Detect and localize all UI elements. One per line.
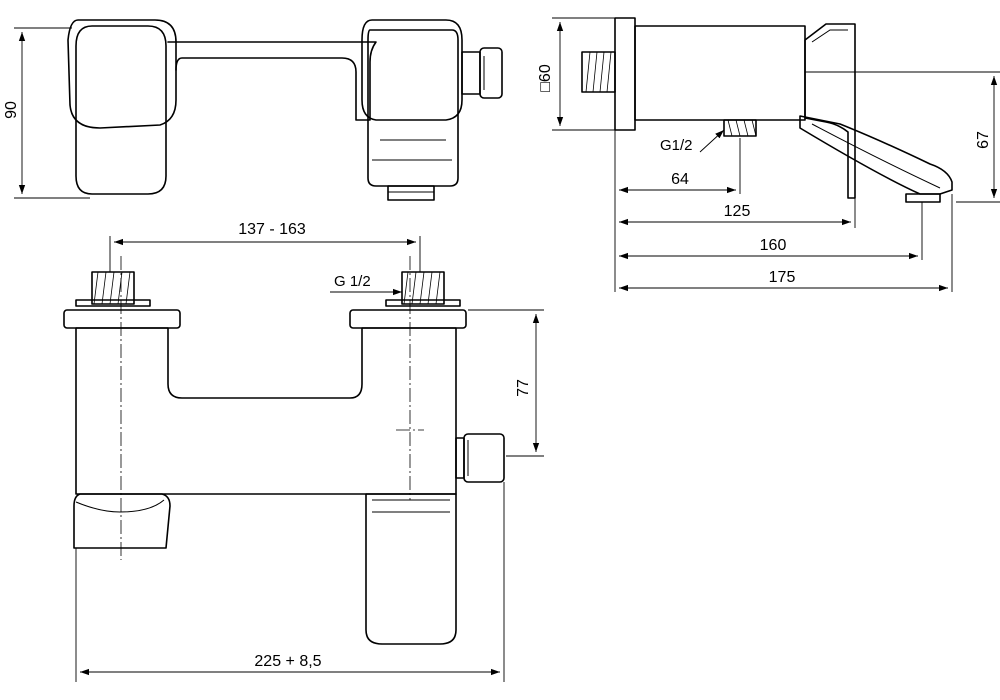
front-diverter-collar [455, 437, 465, 479]
side-handle [804, 23, 856, 199]
top-view: 90 [3, 19, 503, 201]
top-right-spout [367, 29, 459, 187]
thread-callout-side: G1/2 [660, 129, 725, 154]
dimension-60: □60 [537, 17, 615, 131]
side-thread-inlet [581, 51, 616, 93]
top-left-escutcheon [67, 19, 177, 129]
front-right-escutcheon [349, 309, 467, 329]
front-diverter-knob [463, 433, 505, 483]
dimension-137-163: 137 - 163 [109, 221, 421, 272]
front-spout [365, 493, 457, 645]
top-right-escutcheon [361, 19, 463, 121]
front-right-thread [401, 271, 445, 305]
front-right-nut [385, 299, 461, 307]
top-left-handle [75, 25, 167, 195]
side-wall-plate [614, 17, 636, 131]
dimension-67-label: 67 [975, 131, 992, 149]
dimension-125: 125 [619, 203, 851, 226]
dimension-67: 67 [805, 71, 1000, 203]
top-spout-inner [372, 139, 452, 161]
front-left-handle [73, 493, 171, 549]
dimension-77: 77 [468, 309, 544, 457]
front-left-nut [75, 299, 151, 307]
thread-callout-side-label: G1/2 [660, 137, 693, 154]
top-diverter-knob [479, 47, 503, 99]
dimension-77-label: 77 [515, 379, 532, 397]
side-view: □60 G1/2 64 125 160 175 [537, 17, 1000, 292]
side-spout [799, 115, 953, 195]
dimension-160: 160 [619, 237, 918, 260]
top-outlet [387, 185, 435, 201]
dimension-60-label: □60 [537, 64, 554, 92]
thread-callout-front-label: G 1/2 [334, 273, 371, 290]
front-view: 137 - 163 G 1/2 77 225 + 8,5 [63, 221, 544, 682]
top-diverter-collar [461, 51, 481, 95]
front-left-thread [91, 271, 135, 305]
thread-callout-front: G 1/2 [330, 273, 402, 296]
front-left-escutcheon [63, 309, 181, 329]
top-body [167, 41, 377, 121]
dimension-160-label: 160 [760, 237, 787, 254]
side-outlet [905, 193, 941, 203]
dimension-137-163-label: 137 - 163 [238, 221, 306, 238]
dimension-90: 90 [3, 27, 90, 199]
side-bottom-thread [723, 119, 757, 137]
dimension-64-label: 64 [671, 171, 689, 188]
front-body [75, 327, 457, 495]
dimension-225: 225 + 8,5 [75, 482, 505, 682]
dimension-175-label: 175 [769, 269, 796, 286]
dimension-64: 64 [619, 171, 736, 194]
dimension-225-label: 225 + 8,5 [254, 653, 321, 670]
dimension-175: 175 [619, 269, 948, 292]
side-body [634, 25, 806, 121]
dimension-90-label: 90 [3, 101, 20, 119]
dimension-125-label: 125 [724, 203, 751, 220]
